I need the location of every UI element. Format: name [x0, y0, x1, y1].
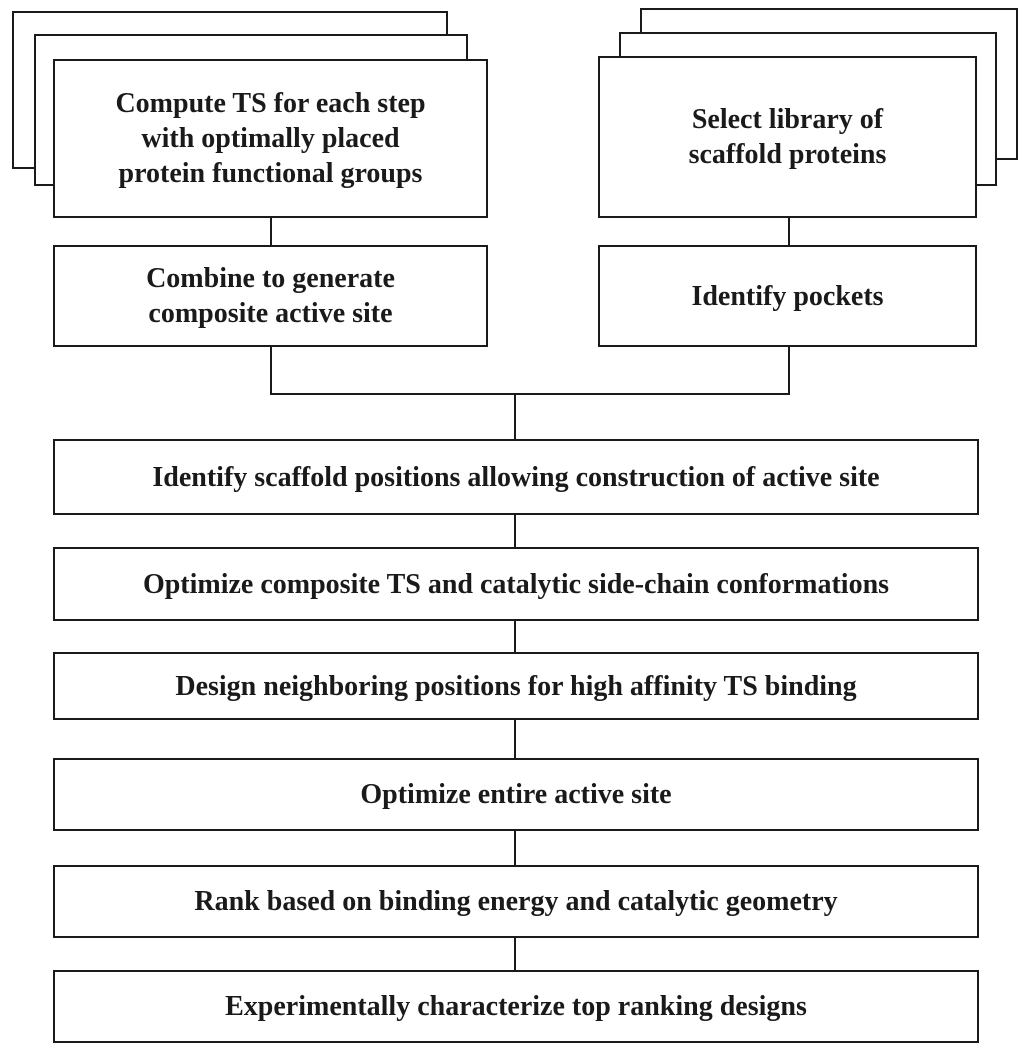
select-library-label: Select library of scaffold proteins: [688, 104, 887, 170]
connector-right-down: [788, 346, 790, 394]
step-label: Optimize composite TS and catalytic side…: [142, 568, 890, 600]
step-design-neighboring-positions: Design neighboring positions for high af…: [53, 652, 979, 720]
compute-ts-label: Compute TS for each step with optimally …: [115, 88, 426, 189]
connector-left-down: [270, 346, 272, 394]
connector-step-3-4: [514, 719, 516, 759]
step-optimize-composite-ts: Optimize composite TS and catalytic side…: [53, 547, 979, 621]
step-optimize-entire-active-site: Optimize entire active site: [53, 758, 979, 831]
identify-pockets-box: Identify pockets: [598, 245, 977, 347]
step-label: Identify scaffold positions allowing con…: [152, 461, 880, 493]
connector-step-2-3: [514, 620, 516, 653]
step-identify-scaffold-positions: Identify scaffold positions allowing con…: [53, 439, 979, 515]
step-label: Rank based on binding energy and catalyt…: [194, 886, 838, 917]
connector-left-top: [270, 217, 272, 245]
connector-step-5-6: [514, 937, 516, 971]
identify-pockets-label: Identify pockets: [691, 280, 884, 312]
connector-step-4-5: [514, 830, 516, 866]
connector-merge-horizontal: [270, 393, 790, 395]
connector-right-top: [788, 217, 790, 245]
combine-active-site-box: Combine to generate composite active sit…: [53, 245, 488, 347]
combine-active-site-label: Combine to generate composite active sit…: [146, 263, 395, 329]
step-label: Experimentally characterize top ranking …: [225, 991, 807, 1022]
step-label: Optimize entire active site: [360, 779, 672, 810]
compute-ts-box: Compute TS for each step with optimally …: [53, 59, 488, 218]
step-rank-designs: Rank based on binding energy and catalyt…: [53, 865, 979, 938]
connector-merge-down: [514, 393, 516, 440]
select-library-box: Select library of scaffold proteins: [598, 56, 977, 218]
step-experimentally-characterize: Experimentally characterize top ranking …: [53, 970, 979, 1043]
step-label: Design neighboring positions for high af…: [175, 670, 857, 702]
connector-step-1-2: [514, 514, 516, 548]
